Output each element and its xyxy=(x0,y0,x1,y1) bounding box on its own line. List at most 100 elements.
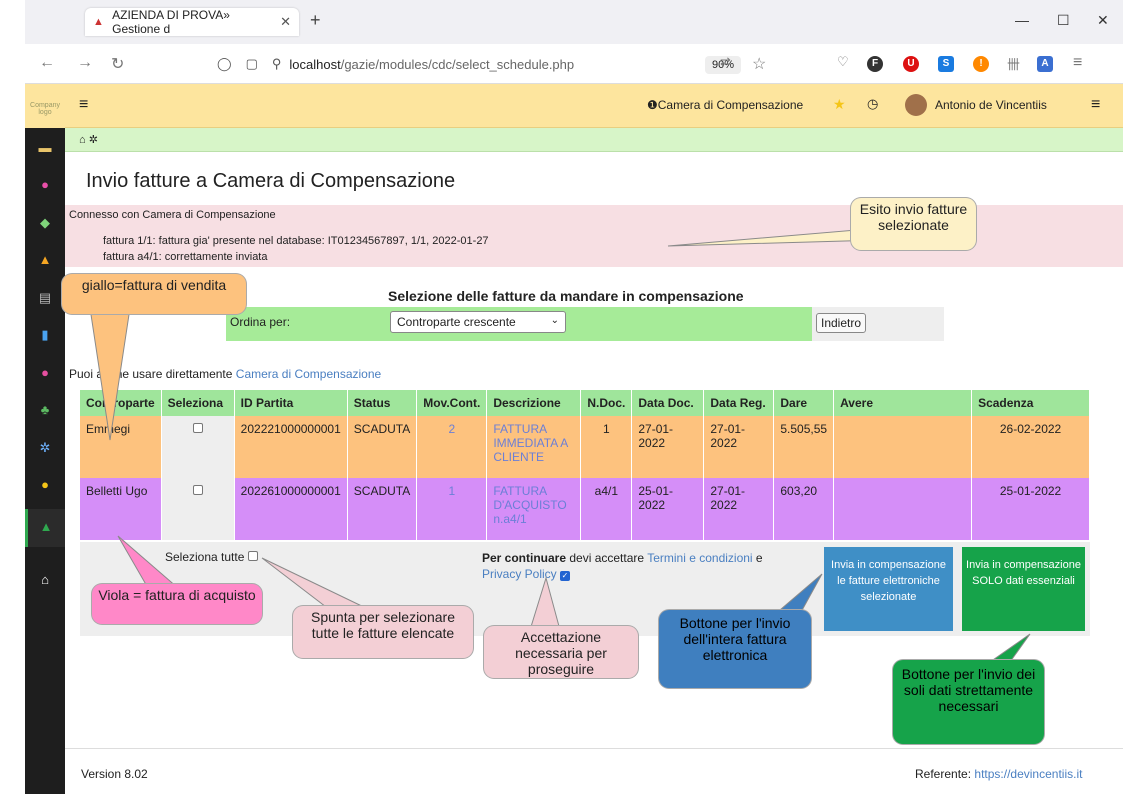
sidebar-folder-icon[interactable]: ▬ xyxy=(38,140,52,155)
send-full-button[interactable]: Invia in compensazione le fatture elettr… xyxy=(824,547,953,631)
col-id-partita[interactable]: ID Partita xyxy=(234,390,348,416)
window-close-icon[interactable]: ✕ xyxy=(1097,12,1109,28)
page-footer: Version 8.02 Referente: https://devincen… xyxy=(65,748,1123,794)
sidebar-cdc-icon: ▲ xyxy=(39,519,53,534)
camera-direct-link[interactable]: Camera di Compensazione xyxy=(235,367,382,381)
reload-icon[interactable]: ↻ xyxy=(111,56,125,73)
cell-scadenza: 26-02-2022 xyxy=(971,416,1090,478)
menu-icon[interactable]: ≡ xyxy=(1073,54,1083,71)
select-all[interactable]: Seleziona tutte xyxy=(165,550,258,564)
sidebar-key-icon[interactable]: ● xyxy=(41,477,49,492)
order-select[interactable]: Controparte crescente ⌄ xyxy=(390,311,566,333)
hamburger-icon[interactable]: ≡ xyxy=(79,96,89,113)
browser-tab[interactable]: ▲ AZIENDA DI PROVA» Gestione d ✕ xyxy=(85,8,299,36)
clock-icon[interactable]: ◷ xyxy=(867,96,879,111)
home-icon[interactable]: ⌂ xyxy=(79,134,86,146)
col-controparte[interactable]: Controparte xyxy=(80,390,162,416)
col-avere[interactable]: Avere xyxy=(833,390,973,416)
sidebar-gear-icon[interactable]: ✲ xyxy=(39,440,51,455)
pocket-icon[interactable]: ♡ xyxy=(837,54,849,69)
privacy-link[interactable]: Privacy Policy xyxy=(482,567,557,581)
close-tab-icon[interactable]: ✕ xyxy=(280,14,291,29)
cell-status: SCADUTA xyxy=(347,478,418,540)
zoom-level[interactable]: 90% xyxy=(705,56,741,74)
order-bar: Ordina per: Controparte crescente ⌄ xyxy=(226,307,812,341)
invoice-table: Controparte Seleziona ID Partita Status … xyxy=(80,390,1090,540)
col-data-doc[interactable]: Data Doc. xyxy=(631,390,705,416)
breadcrumb: ⌂ ✲ xyxy=(65,128,1123,152)
page-title: Invio fatture a Camera di Compensazione xyxy=(86,170,456,192)
sidebar-warehouse-icon[interactable]: ▲ xyxy=(38,252,52,267)
and-text: e xyxy=(752,551,763,565)
url-bar[interactable]: ◯ ▢ ⚲ localhost/gazie/modules/cdc/select… xyxy=(217,49,787,79)
cell-mov-link[interactable]: 1 xyxy=(416,478,488,540)
cell-data-reg: 27-01-2022 xyxy=(703,478,775,540)
col-status[interactable]: Status xyxy=(347,390,418,416)
row-checkbox[interactable] xyxy=(192,423,203,433)
select-all-checkbox[interactable] xyxy=(247,551,258,561)
referent-link[interactable]: https://devincentiis.it xyxy=(974,767,1083,781)
cell-data-doc: 27-01-2022 xyxy=(631,416,705,478)
ublock-icon[interactable]: U xyxy=(903,56,919,72)
new-tab-button[interactable]: + xyxy=(310,10,321,30)
col-scadenza[interactable]: Scadenza xyxy=(971,390,1090,416)
extension-translate-icon[interactable]: A xyxy=(1037,56,1053,72)
back-button[interactable]: Indietro xyxy=(816,313,867,333)
maximize-icon[interactable]: ☐ xyxy=(1057,12,1070,28)
translate-icon[interactable]: ⇄ xyxy=(720,54,731,69)
cell-mov-link[interactable]: 2 xyxy=(416,416,488,478)
right-menu-icon[interactable]: ≡ xyxy=(1091,96,1101,113)
table-row: Belletti Ugo 202261000000001 SCADUTA 1 F… xyxy=(80,478,1090,540)
callout-esito: Esito invio fatture selezionate xyxy=(851,198,976,250)
avatar[interactable] xyxy=(905,94,927,116)
col-data-reg[interactable]: Data Reg. xyxy=(703,390,775,416)
sidebar-circle-icon[interactable]: ● xyxy=(41,365,49,380)
sidebar-people-icon[interactable]: ♣ xyxy=(40,402,50,417)
extension-f-icon[interactable]: F xyxy=(867,56,883,72)
continue-text: devi accettare xyxy=(566,551,648,565)
bookmark-star-icon[interactable]: ☆ xyxy=(752,56,767,73)
extension-s-icon[interactable]: S xyxy=(938,56,954,72)
callout-spunta: Spunta per selezionare tutte le fatture … xyxy=(293,606,473,658)
col-ndoc[interactable]: N.Doc. xyxy=(580,390,633,416)
cell-scadenza: 25-01-2022 xyxy=(971,478,1090,540)
sidebar-purchases-icon[interactable]: ◆ xyxy=(40,215,50,230)
col-descrizione[interactable]: Descrizione xyxy=(486,390,582,416)
sidebar-active-item[interactable]: ▲ xyxy=(25,509,65,547)
back-icon[interactable]: ← xyxy=(39,54,55,71)
cell-controparte: Emmegi xyxy=(80,416,162,478)
col-seleziona[interactable]: Seleziona xyxy=(161,390,235,416)
order-select-value: Controparte crescente xyxy=(397,315,516,329)
continue-bold: Per continuare xyxy=(482,551,567,565)
accept-checkbox[interactable]: ✓ xyxy=(560,571,571,581)
terms-link[interactable]: Termini e condizioni xyxy=(647,551,753,565)
callout-bottone-min: Bottone per l'invio dei soli dati strett… xyxy=(893,660,1044,744)
sidebar-docs-icon[interactable]: ▤ xyxy=(38,290,52,305)
callout-bottone-full: Bottone per l'invio dell'intera fattura … xyxy=(659,610,811,688)
permissions-icon[interactable]: ⚲ xyxy=(271,56,282,71)
cell-descrizione-link[interactable]: FATTURA IMMEDIATA A CLIENTE xyxy=(486,416,582,478)
sidebar-home-icon[interactable]: ⌂ xyxy=(41,572,49,587)
cell-dare: 603,20 xyxy=(773,478,835,540)
send-essential-button[interactable]: Invia in compensazione SOLO dati essenzi… xyxy=(962,547,1085,631)
favicon-icon: ▲ xyxy=(93,16,104,28)
camera-link[interactable]: ❶Camera di Compensazione xyxy=(647,98,803,112)
cell-avere xyxy=(833,416,973,478)
col-dare[interactable]: Dare xyxy=(773,390,835,416)
app-sidebar: Company logo ▬ ● ◆ ▲ ▤ ▮ ● ♣ ✲ ● ▲ ⌂ xyxy=(25,84,65,794)
minimize-icon[interactable]: — xyxy=(1015,12,1029,28)
version-text: Version 8.02 xyxy=(81,767,148,781)
extension-bars-icon[interactable]: 卌 xyxy=(1007,57,1021,72)
settings-icon[interactable]: ✲ xyxy=(88,134,98,146)
col-mov-cont[interactable]: Mov.Cont. xyxy=(416,390,488,416)
sidebar-sales-icon[interactable]: ● xyxy=(41,177,49,192)
favorite-star-icon[interactable]: ★ xyxy=(833,96,846,112)
forward-icon[interactable]: → xyxy=(77,54,93,71)
cell-descrizione-link[interactable]: FATTURA D'ACQUISTO n.a4/1 xyxy=(486,478,582,540)
cell-avere xyxy=(833,478,973,540)
row-checkbox[interactable] xyxy=(192,485,203,495)
sidebar-database-icon[interactable]: ▮ xyxy=(41,327,49,342)
user-name[interactable]: Antonio de Vincentiis xyxy=(935,98,1047,112)
extension-orange-icon[interactable]: ! xyxy=(973,56,989,72)
url-path: /gazie/modules/cdc/select_schedule.php xyxy=(340,56,575,72)
